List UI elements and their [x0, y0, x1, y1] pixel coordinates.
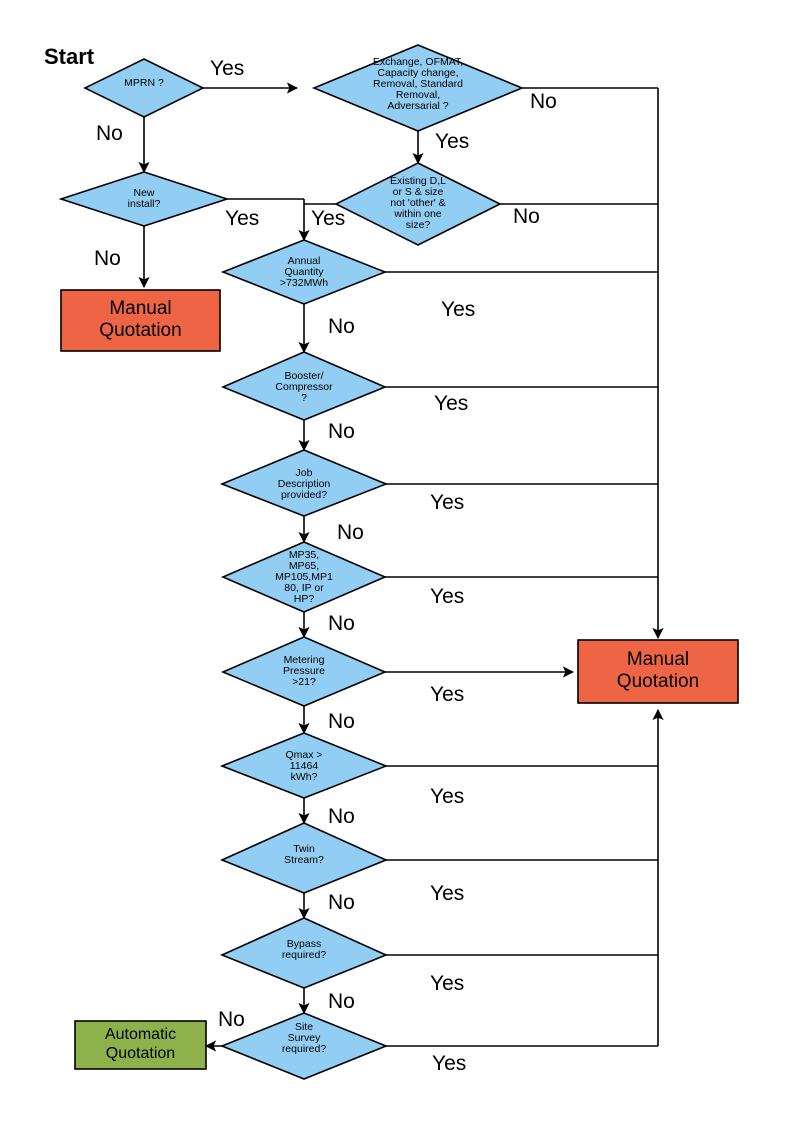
edge-label-existing-no: No	[513, 205, 540, 228]
edge-label-mp-yes: Yes	[430, 585, 465, 608]
terminal-manual-quotation-left[interactable]	[60, 289, 221, 352]
decision-booster-compressor[interactable]	[220, 351, 388, 421]
edge-label-job-no: No	[337, 521, 364, 544]
edge-label-new-install-yes: Yes	[225, 207, 260, 230]
terminal-automatic-quotation[interactable]	[74, 1020, 207, 1070]
decision-mp-types[interactable]	[220, 541, 388, 613]
edge-label-job-yes: Yes	[430, 491, 465, 514]
edge-label-metering-yes: Yes	[430, 683, 465, 706]
decision-site-survey[interactable]	[219, 1012, 389, 1080]
edge-label-qmax-yes: Yes	[430, 785, 465, 808]
edge-label-qmax-no: No	[328, 805, 355, 828]
decision-existing-dls[interactable]	[334, 162, 502, 246]
edge-label-site-no: No	[218, 1008, 245, 1031]
edge-label-twin-yes: Yes	[430, 882, 465, 905]
decision-twin-stream[interactable]	[219, 822, 389, 894]
decision-new-install[interactable]	[58, 171, 230, 227]
edge-label-mprn-no: No	[96, 122, 123, 145]
edge-label-bypass-no: No	[328, 990, 355, 1013]
start-label: Start	[44, 44, 95, 69]
edge-label-new-install-no: No	[94, 247, 121, 270]
decision-bypass[interactable]	[219, 917, 389, 989]
decision-metering-pressure[interactable]	[220, 636, 388, 707]
edge-label-metering-no: No	[328, 710, 355, 733]
terminal-manual-quotation-right[interactable]	[577, 639, 739, 704]
edge-label-mp-no: No	[328, 612, 355, 635]
decision-exchange[interactable]	[311, 44, 525, 132]
edge-label-twin-no: No	[328, 891, 355, 914]
edge-label-mprn-yes: Yes	[210, 57, 245, 80]
edge-label-exchange-no: No	[530, 90, 557, 113]
edge-label-booster-no: No	[328, 420, 355, 443]
edge-label-exchange-yes: Yes	[435, 130, 470, 153]
decision-job-description[interactable]	[219, 449, 389, 517]
edge-label-site-yes: Yes	[432, 1052, 467, 1075]
decision-annual-quantity[interactable]	[220, 239, 388, 305]
edge-label-annual-no: No	[328, 315, 355, 338]
decision-mprn[interactable]	[83, 58, 205, 118]
edge-label-bypass-yes: Yes	[430, 972, 465, 995]
edge-label-annual-yes: Yes	[441, 298, 476, 321]
edge-label-existing-yes: Yes	[311, 207, 346, 230]
decision-qmax[interactable]	[219, 732, 389, 799]
edge-label-booster-yes: Yes	[434, 392, 469, 415]
